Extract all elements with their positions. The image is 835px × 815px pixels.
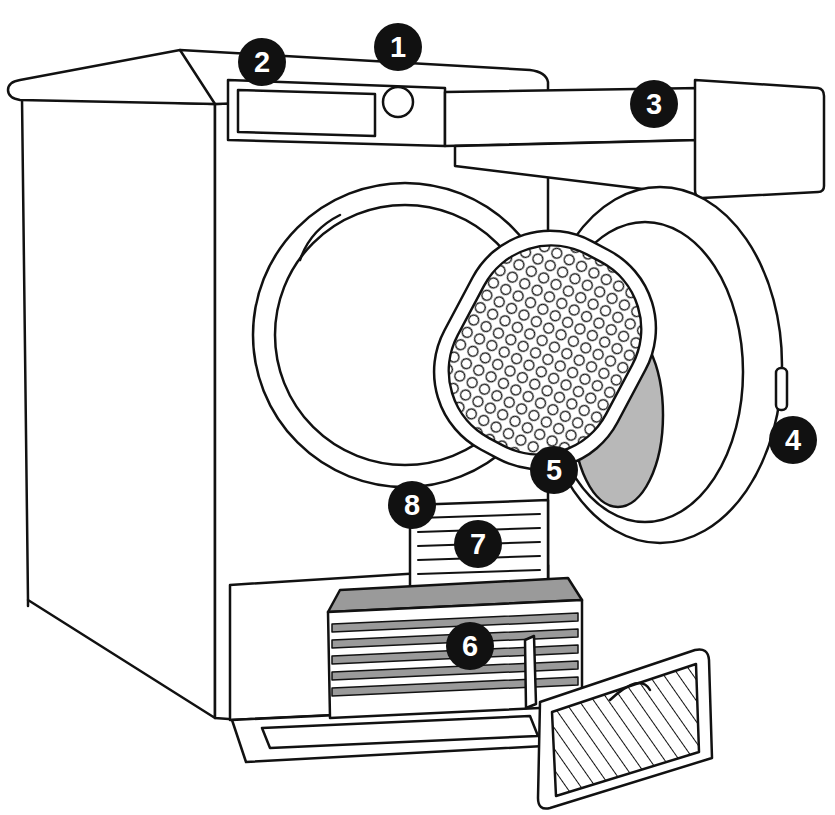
callout-text: 4: [785, 426, 801, 455]
callout-circle: [446, 622, 494, 670]
callout-text: 8: [404, 491, 420, 520]
top-edge: [180, 50, 215, 104]
drum-edge: [300, 215, 340, 260]
callout-number: 2: [238, 38, 286, 86]
hatch-latch: [610, 683, 650, 700]
callout-text: 1: [390, 33, 406, 62]
callout-circle: [388, 481, 436, 529]
drawer-body: [445, 88, 700, 146]
fluff-filter: [403, 200, 687, 500]
hatch-cover: [538, 649, 712, 808]
callout-circle: [630, 80, 678, 128]
callout-text: 7: [470, 530, 486, 559]
program-knob: [383, 87, 413, 117]
callout-number: 5: [530, 446, 578, 494]
callout-number: 6: [446, 622, 494, 670]
callout-text: 6: [462, 632, 478, 661]
bay-flap-inner: [262, 716, 538, 748]
callout-circle: [530, 446, 578, 494]
callout-circle: [769, 416, 817, 464]
condenser-lever: [525, 636, 536, 708]
control-panel: [228, 80, 445, 146]
door-handle: [776, 368, 787, 410]
callout-text: 2: [254, 48, 270, 77]
callout-text: 3: [646, 90, 662, 119]
display-window: [238, 90, 375, 136]
drawer-front: [695, 80, 824, 198]
grille-slat: [418, 570, 540, 574]
cabinet-side: [22, 98, 215, 718]
callout-number: 7: [454, 520, 502, 568]
callout-circle: [374, 23, 422, 71]
callout-number: 3: [630, 80, 678, 128]
condenser-fin: [332, 677, 578, 696]
hatch-cover-inner: [552, 664, 699, 796]
callout-circle: [454, 520, 502, 568]
callout-number: 8: [388, 481, 436, 529]
callout-number: 4: [769, 416, 817, 464]
grille-slat: [418, 514, 540, 518]
filter-mesh: [422, 219, 668, 482]
cabinet-foot: [27, 600, 30, 606]
callout-text: 5: [546, 456, 562, 485]
callout-circle: [238, 38, 286, 86]
callout-number: 1: [374, 23, 422, 71]
